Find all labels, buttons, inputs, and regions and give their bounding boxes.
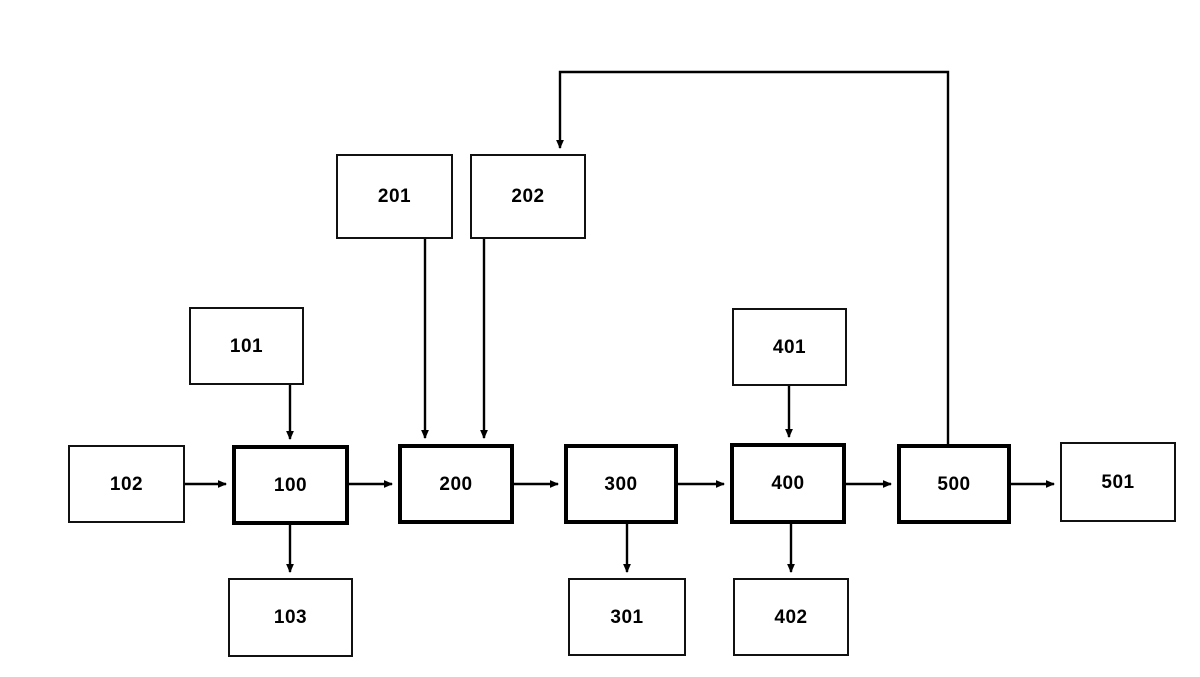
block-400[interactable]: 400 [730,443,846,524]
block-201[interactable]: 201 [336,154,453,239]
block-500[interactable]: 500 [897,444,1011,524]
block-102[interactable]: 102 [68,445,185,523]
block-401[interactable]: 401 [732,308,847,386]
block-101[interactable]: 101 [189,307,304,385]
block-label-501: 501 [1101,471,1135,493]
block-301[interactable]: 301 [568,578,686,656]
block-label-300: 300 [604,473,638,495]
connector-500-feedback-to-202 [556,70,950,444]
block-label-201: 201 [377,186,412,207]
block-202[interactable]: 202 [470,154,586,239]
block-label-102: 102 [109,473,144,495]
block-103[interactable]: 103 [228,578,353,657]
block-label-402: 402 [774,606,808,628]
block-label-101: 101 [229,335,264,357]
block-label-200: 200 [439,473,473,495]
block-label-103: 103 [273,607,308,628]
block-label-202: 202 [511,186,545,207]
block-100[interactable]: 100 [232,445,349,525]
block-label-500: 500 [937,473,971,495]
block-label-401: 401 [772,336,807,358]
block-402[interactable]: 402 [733,578,849,656]
block-label-301: 301 [610,606,644,628]
block-200[interactable]: 200 [398,444,514,524]
block-label-100: 100 [273,474,308,496]
block-300[interactable]: 300 [564,444,678,524]
block-label-400: 400 [771,473,805,494]
block-501[interactable]: 501 [1060,442,1176,522]
